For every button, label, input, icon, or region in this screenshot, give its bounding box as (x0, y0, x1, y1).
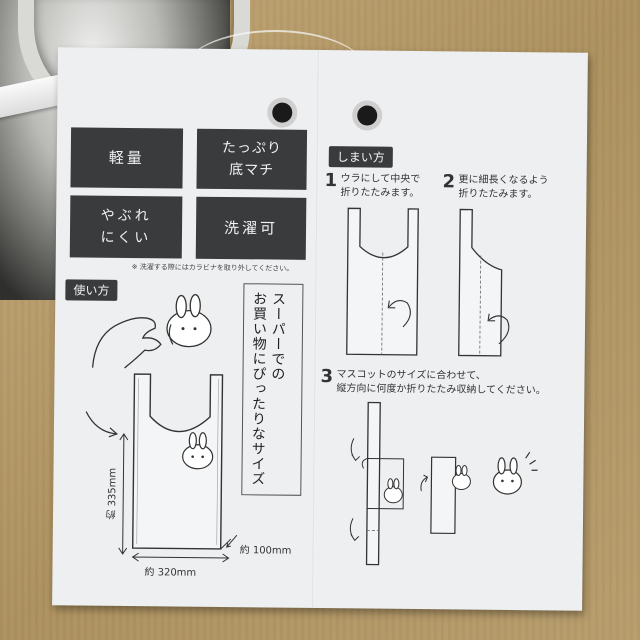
step2-text: 更に細長くなるよう 折りたたみます。 (458, 173, 548, 201)
step1-line2: 折りたたみます。 (340, 186, 420, 199)
step3-number: 3 (320, 366, 334, 388)
feature-washable: 洗濯可 (195, 196, 307, 260)
feature-washable-label: 洗濯可 (223, 218, 279, 238)
depth-arrow (226, 534, 238, 548)
feature-roomy-line1: たっぷり (221, 139, 282, 157)
step1-number: 1 (324, 170, 338, 192)
width-arrow (131, 552, 230, 563)
wash-note: ※ 洗濯する際にはカラビナを取り外してください。 (131, 263, 294, 273)
width-label: 約 320mm (144, 567, 197, 579)
step1-bag-fold-illustration (346, 207, 419, 356)
hand-holding-mascot-illustration (91, 294, 212, 369)
product-tag: 軽量 たっぷり 底マチ やぶれ にくい 洗濯可 ※ 洗濯する際にはカラビナを取り… (52, 47, 588, 611)
bag-illustration (131, 373, 232, 550)
step2-line1: 更に細長くなるよう (458, 174, 549, 187)
tagline-line1: スーパーでの (269, 291, 287, 382)
height-label: 約 335mm (106, 467, 119, 520)
feature-roomy-line2: 底マチ (229, 162, 275, 179)
step1-line1: ウラにして中央で (340, 173, 421, 186)
feature-lightweight-label: 軽量 (108, 148, 145, 168)
tag-fold-line (312, 49, 320, 608)
height-arrow (118, 433, 129, 555)
tag-string (180, 30, 370, 122)
folding-heading: しまい方 (328, 146, 393, 168)
feature-tear-resistant: やぶれ にくい (69, 195, 183, 259)
step2-bag-fold-illustration (458, 208, 510, 357)
step1-text: ウラにして中央で 折りたたみます。 (340, 172, 420, 200)
step2-number: 2 (442, 171, 456, 193)
step3-text: マスコットのサイズに合わせて、 縦方向に何度か折りたたみ収納してください。 (336, 368, 546, 397)
folded-strip-with-mascot-illustration (420, 456, 471, 535)
feature-lightweight: 軽量 (70, 127, 184, 189)
step3-strip-fold-illustration (349, 401, 405, 566)
step3-line2: 縦方向に何度か折りたたみ収納してください。 (336, 382, 546, 396)
curved-arrow-icon (85, 411, 119, 438)
tag-hole-right (352, 100, 383, 131)
tagline-line2: お買い物にぴったりなサイズ (249, 291, 268, 487)
step2-line2: 折りたたみます。 (458, 187, 538, 200)
tagline: スーパーでの お買い物にぴったりなサイズ (247, 291, 287, 491)
depth-label: 約 100mm (239, 545, 292, 557)
feature-tear-line1: やぶれ (100, 207, 152, 224)
tag-hole-left (267, 97, 298, 128)
feature-tear-line2: にくい (100, 229, 152, 247)
feature-roomy: たっぷり 底マチ (196, 128, 308, 190)
stored-mascot-illustration (492, 451, 538, 495)
bunny-mascot-icon (182, 432, 214, 470)
